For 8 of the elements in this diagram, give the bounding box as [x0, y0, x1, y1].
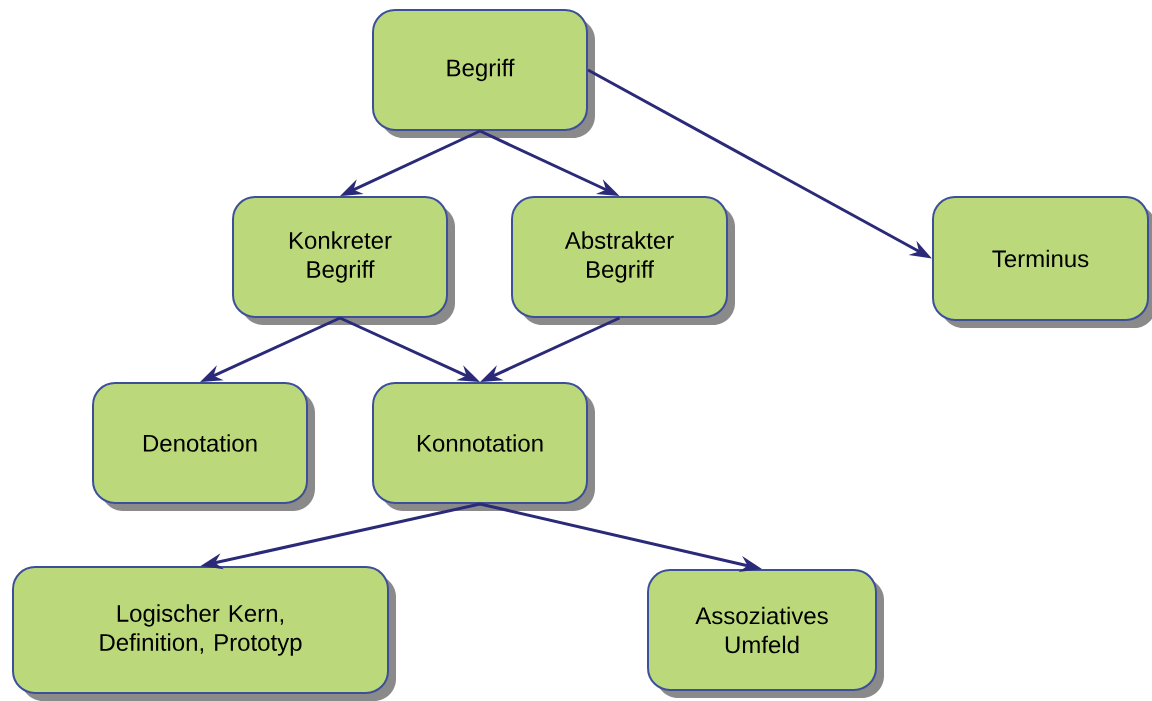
process-box: Assoziatives Umfeld — [647, 569, 884, 698]
process-box: Begriff — [372, 9, 595, 138]
process-box: Denotation — [92, 382, 315, 511]
process-box: Logischer Kern, Definition, Prototyp — [12, 566, 396, 701]
process-box: Abstrakter Begriff — [511, 196, 735, 325]
process-box: Terminus — [932, 196, 1152, 328]
process-box: Konnotation — [372, 382, 595, 511]
process-box: Konkreter Begriff — [232, 196, 455, 325]
